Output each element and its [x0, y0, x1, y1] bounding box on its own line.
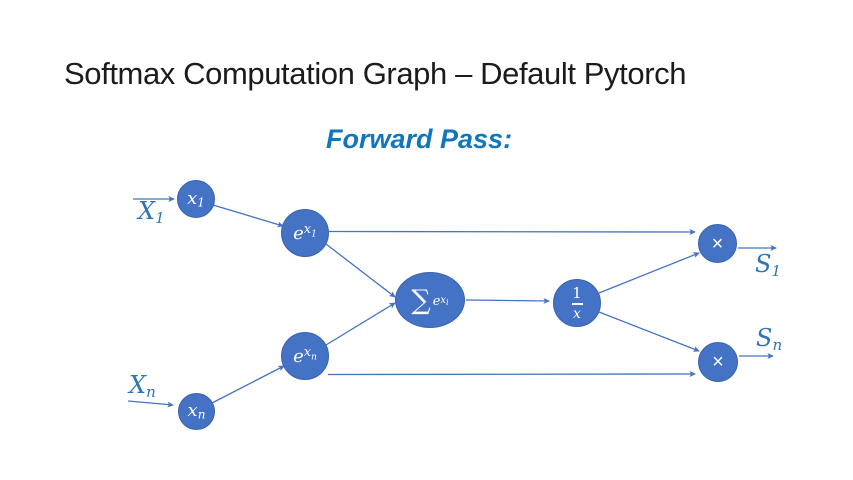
edge-inv-muln — [598, 311, 700, 352]
node-x1-base: x — [187, 187, 198, 209]
label-X1-base: X — [138, 197, 156, 225]
edge-sum-inv — [465, 297, 550, 304]
node-x1: x1 — [177, 180, 215, 218]
node-exp-xn-supsub: n — [311, 352, 317, 363]
node-exp-xn: exn — [281, 332, 329, 380]
multiply-icon: × — [712, 351, 724, 373]
subtitle-forward-pass: Forward Pass: — [326, 124, 513, 154]
sigma-symbol: ∑ — [411, 284, 431, 316]
node-x1-sub: 1 — [197, 195, 205, 210]
edge-exn-sum — [325, 302, 396, 346]
node-xn-base: x — [187, 400, 198, 422]
node-sum-i: i — [446, 297, 449, 307]
label-S1-sub: 1 — [771, 261, 781, 280]
fraction-bar — [571, 302, 583, 305]
edge-xn-exn — [211, 365, 285, 404]
label-Xn-base: X — [129, 371, 147, 399]
node-sum-exp: ∑exi — [395, 272, 465, 328]
node-exp-x1-sup: x — [303, 222, 312, 238]
label-Xn-sub: n — [146, 382, 156, 401]
edge-ex1-mul1 — [328, 228, 696, 235]
label-Sn-sub: n — [772, 335, 783, 354]
node-exp-xn-sup: x — [303, 345, 312, 361]
label-X1: X1 — [138, 199, 165, 226]
node-sum-e: e — [432, 293, 441, 309]
node-exp-x1-base: e — [293, 222, 304, 244]
node-reciprocal: 1 x — [553, 279, 601, 327]
label-Xn: Xn — [129, 373, 156, 400]
node-multiply-n: × — [698, 342, 738, 382]
label-S1: S1 — [755, 252, 781, 279]
multiply-icon: × — [711, 232, 724, 255]
slide-title: Softmax Computation Graph – Default Pyto… — [64, 56, 687, 91]
edge-inv-mul1 — [598, 252, 700, 294]
edge-exn-muln — [327, 371, 696, 378]
label-Sn: Sn — [756, 326, 782, 353]
node-xn: xn — [178, 393, 215, 430]
edge-x1-ex1 — [212, 204, 284, 228]
node-xn-sub: n — [197, 407, 206, 422]
node-sum-x: x — [440, 294, 447, 306]
node-exp-x1: ex1 — [281, 209, 329, 257]
label-X1-sub: 1 — [155, 208, 165, 227]
edge-input-xn — [127, 400, 174, 408]
node-exp-xn-base: e — [293, 345, 304, 367]
label-Sn-base: S — [756, 324, 773, 352]
node-reciprocal-numerator: 1 — [572, 283, 582, 302]
label-S1-base: S — [755, 250, 772, 278]
node-exp-x1-supsub: 1 — [311, 229, 317, 240]
edge-ex1-sum — [325, 243, 396, 298]
node-reciprocal-denominator: x — [573, 305, 581, 322]
node-multiply-1: × — [698, 224, 737, 263]
